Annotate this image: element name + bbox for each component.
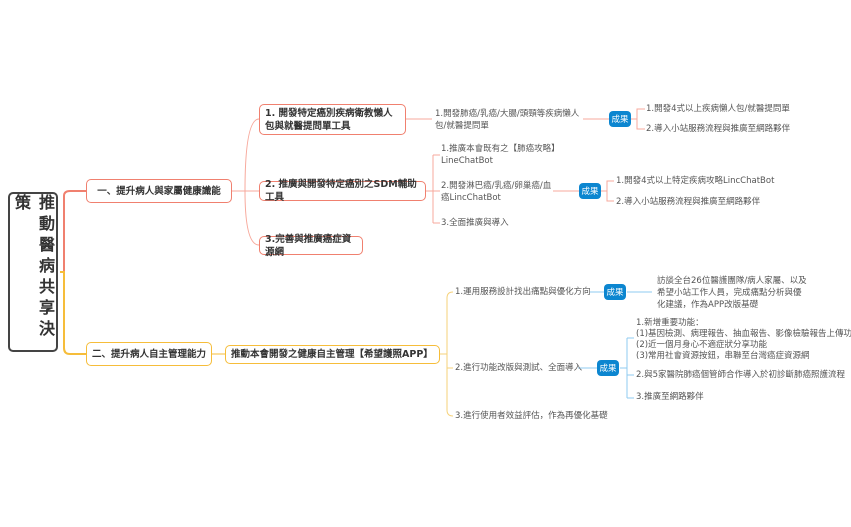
- result-badge[interactable]: 成果: [579, 183, 601, 199]
- sub-2-1-label: 推動本會開發之健康自主管理【希望護照APP】: [231, 349, 433, 360]
- sub-1-1-label: 1. 開發特定癌別疾病衛教懶人包與就醫提問單工具: [265, 107, 393, 132]
- sub-2-1-node[interactable]: 推動本會開發之健康自主管理【希望護照APP】: [225, 345, 440, 364]
- result-item: 1.開發4式以上疾病懶人包/就醫提問單: [646, 104, 790, 114]
- result-badge[interactable]: 成果: [609, 111, 631, 127]
- branch-1-label: 一、提升病人與家屬健康識能: [97, 185, 221, 197]
- branch-2-label: 二、提升病人自主管理能力: [92, 348, 207, 360]
- sub-2-item: 1.運用服務設計找出痛點與優化方向: [455, 287, 591, 297]
- sub-1-2-item: 3.全面推廣與導入: [441, 218, 509, 228]
- sub-1-2-item: 1.推廣本會既有之【肺癌攻略】LineChatBot: [441, 144, 556, 166]
- branch-1-node[interactable]: 一、提升病人與家屬健康識能: [86, 179, 232, 203]
- result-item: 2.導入小站服務流程與推廣至網路夥伴: [616, 197, 761, 207]
- result-item: 訪談全台26位醫護團隊/病人家屬、以及希望小站工作人員，完成痛點分析與優化建議，…: [657, 276, 807, 310]
- sub-2-item: 3.進行使用者效益評估，作為再優化基礎: [455, 411, 608, 421]
- result-badge[interactable]: 成果: [597, 360, 619, 376]
- sub-1-3-node[interactable]: 3.完善與推廣癌症資源網: [259, 234, 363, 258]
- sub-1-1-node[interactable]: 1. 開發特定癌別疾病衛教懶人包與就醫提問單工具: [259, 104, 406, 135]
- branch-2-node[interactable]: 二、提升病人自主管理能力: [86, 342, 212, 366]
- root-title: 推動醫病共享決策: [12, 194, 55, 341]
- root-node[interactable]: 推動醫病共享決策: [8, 192, 58, 352]
- result-badge[interactable]: 成果: [604, 284, 626, 300]
- result-item: 3.推廣至網路夥伴: [636, 392, 704, 402]
- sub-1-3-label: 3.完善與推廣癌症資源網: [265, 233, 352, 258]
- result-item: 1.開發4式以上特定疾病攻略LincChatBot: [616, 176, 775, 186]
- result-item: 1.新增重要功能： (1)基因檢測、病理報告、抽血報告、影像檢驗報告上傳功能 (…: [636, 318, 851, 361]
- sub-1-2-item: 2.開發淋巴癌/乳癌/卵巢癌/血癌LincChatBot: [441, 181, 552, 203]
- result-item: 2.導入小站服務流程與推廣至網路夥伴: [646, 124, 791, 134]
- sub-1-2-node[interactable]: 2. 推廣與開發特定癌別之SDM輔助工具: [259, 179, 426, 203]
- result-item: 2.與5家醫院肺癌個管師合作導入於初診斷肺癌照護流程: [636, 370, 846, 380]
- sub-2-item: 2.進行功能改版與測試、全面導入: [455, 363, 583, 373]
- sub-1-1-item: 1.開發肺癌/乳癌/大腸/頭頸等疾病懶人包/就醫提問單: [435, 109, 580, 131]
- sub-1-2-label: 2. 推廣與開發特定癌別之SDM輔助工具: [265, 179, 417, 203]
